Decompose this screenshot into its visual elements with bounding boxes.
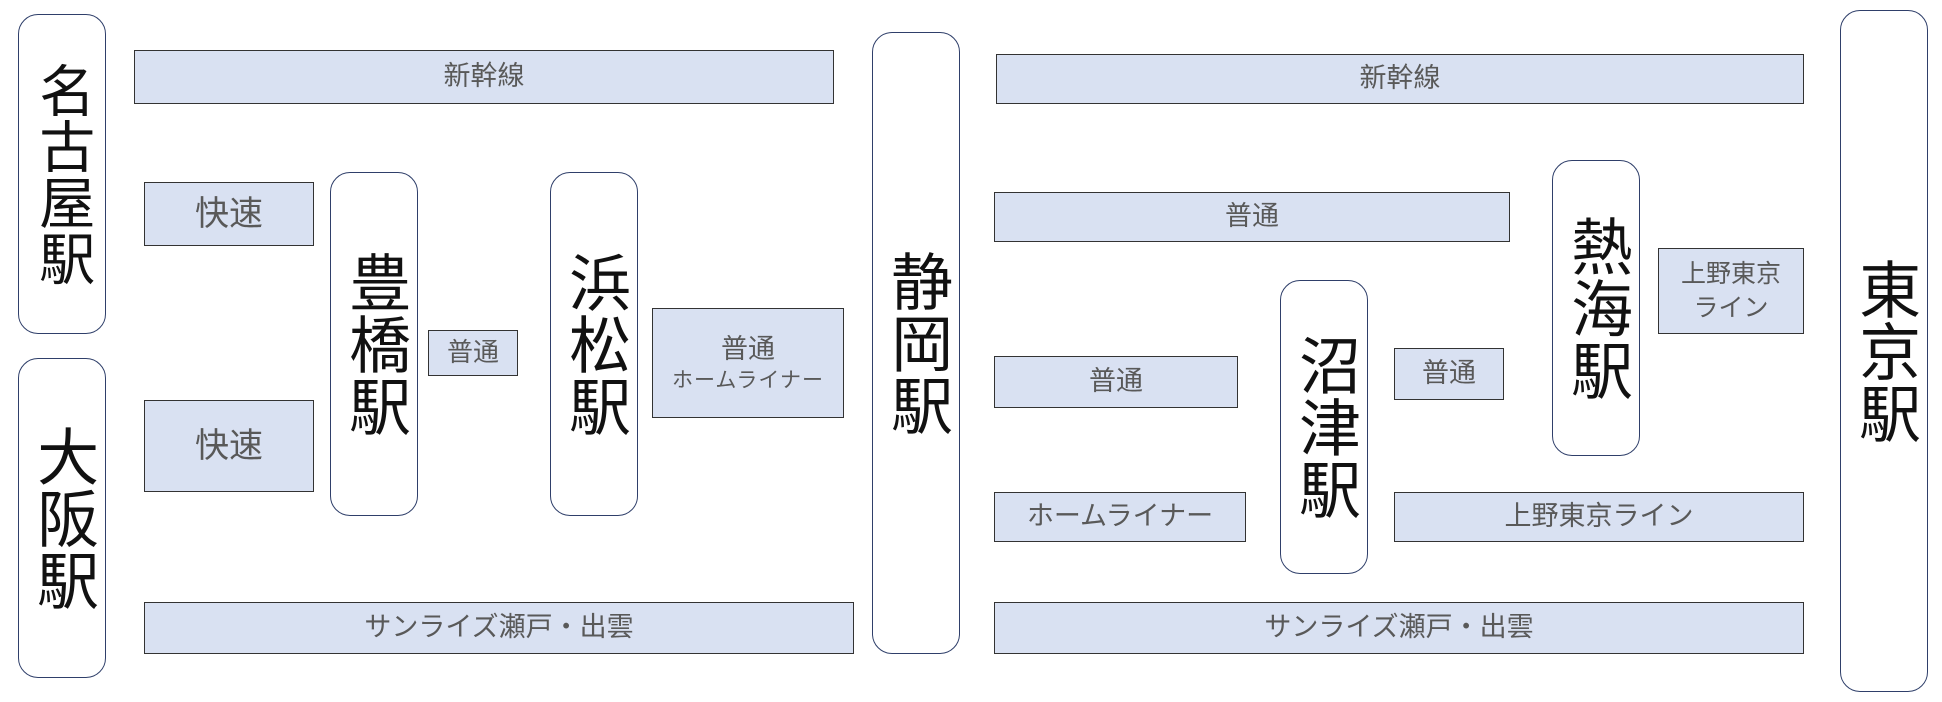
- line-local-shizuoka-numazu-label: 普通: [1089, 366, 1143, 398]
- station-tokyo-label: 東京駅: [1848, 258, 1922, 444]
- line-sunrise-east: サンライズ瀬戸・出雲: [994, 602, 1804, 654]
- line-local-shizuoka-atami-label: 普通: [1225, 201, 1279, 233]
- line-ueno-tokyo-atami: 上野東京 ライン: [1658, 248, 1804, 334]
- line-sunrise-west-label: サンライズ瀬戸・出雲: [364, 612, 634, 644]
- line-shinkansen-east-label: 新幹線: [1359, 63, 1441, 95]
- station-nagoya-label: 名古屋駅: [29, 62, 95, 286]
- station-toyohashi: 豊橋駅: [330, 172, 418, 516]
- line-rapid-nagoya-label: 快速: [195, 193, 263, 234]
- line-ueno-tokyo-atami-label-1: 上野東京: [1680, 259, 1781, 289]
- line-sunrise-east-label: サンライズ瀬戸・出雲: [1264, 612, 1534, 644]
- line-shinkansen-west-label: 新幹線: [443, 61, 525, 93]
- line-ueno-tokyo-numazu-label: 上野東京ライン: [1504, 501, 1694, 533]
- line-shinkansen-east: 新幹線: [996, 54, 1804, 104]
- station-atami-label: 熱海駅: [1560, 215, 1634, 401]
- line-homeliner-hamamatsu-shizuoka-label: ホームライナー: [672, 367, 824, 392]
- line-ueno-tokyo-numazu: 上野東京ライン: [1394, 492, 1804, 542]
- line-homeliner-shizuoka-numazu-label: ホームライナー: [1026, 501, 1214, 533]
- line-rapid-nagoya: 快速: [144, 182, 314, 246]
- line-shinkansen-west: 新幹線: [134, 50, 834, 104]
- line-local-numazu-atami-label: 普通: [1422, 358, 1476, 390]
- line-local-numazu-atami: 普通: [1394, 348, 1504, 400]
- line-local-hamamatsu-shizuoka: 普通 ホームライナー: [652, 308, 844, 418]
- station-tokyo: 東京駅: [1840, 10, 1928, 692]
- line-local-shizuoka-atami: 普通: [994, 192, 1510, 242]
- line-local-toyohashi-hamamatsu-label: 普通: [446, 337, 499, 368]
- line-local-hamamatsu-shizuoka-label: 普通: [721, 334, 775, 365]
- station-numazu-label: 沼津駅: [1288, 334, 1362, 520]
- line-homeliner-shizuoka-numazu: ホームライナー: [994, 492, 1246, 542]
- station-shizuoka-label: 静岡駅: [880, 250, 954, 436]
- station-numazu: 沼津駅: [1280, 280, 1368, 574]
- line-sunrise-west: サンライズ瀬戸・出雲: [144, 602, 854, 654]
- station-osaka-label: 大阪駅: [26, 425, 100, 611]
- line-local-toyohashi-hamamatsu: 普通: [428, 330, 518, 376]
- station-toyohashi-label: 豊橋駅: [338, 251, 412, 437]
- station-osaka: 大阪駅: [18, 358, 106, 678]
- station-hamamatsu-label: 浜松駅: [558, 251, 632, 437]
- line-rapid-osaka-label: 快速: [195, 425, 263, 466]
- station-atami: 熱海駅: [1552, 160, 1640, 456]
- line-ueno-tokyo-atami-label-2: ライン: [1693, 293, 1769, 322]
- station-hamamatsu: 浜松駅: [550, 172, 638, 516]
- station-nagoya: 名古屋駅: [18, 14, 106, 334]
- line-rapid-osaka: 快速: [144, 400, 314, 492]
- station-shizuoka: 静岡駅: [872, 32, 960, 654]
- line-local-shizuoka-numazu: 普通: [994, 356, 1238, 408]
